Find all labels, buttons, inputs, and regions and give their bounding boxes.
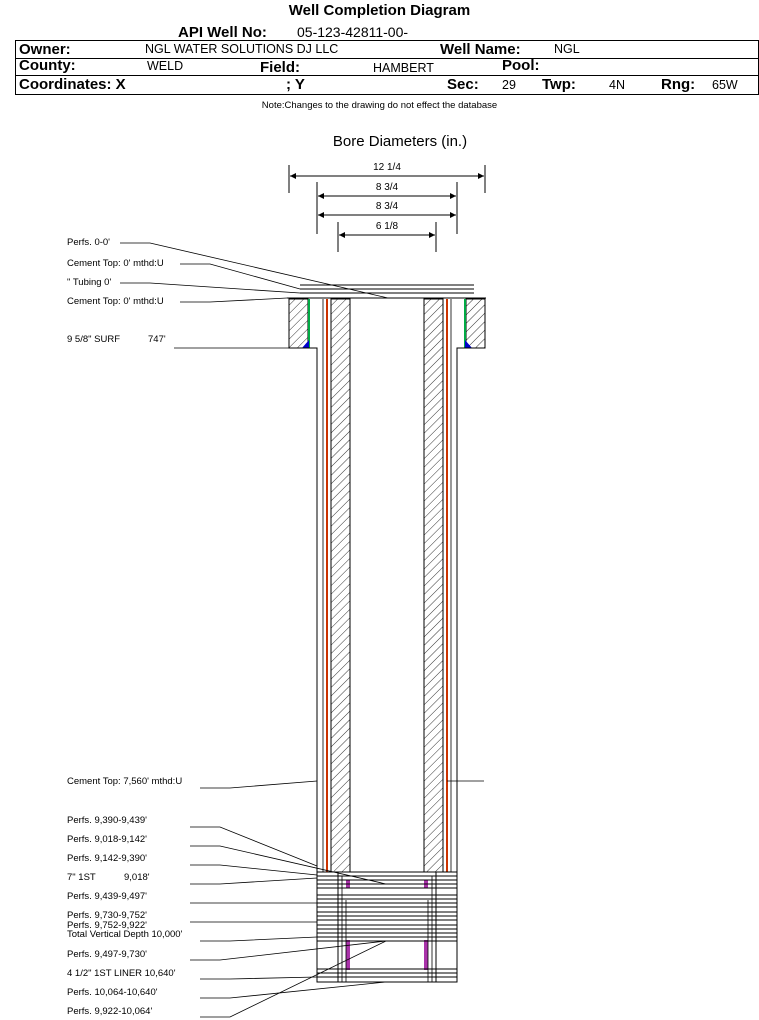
bore-diameter-label-4: 6 1/8 [376,221,399,232]
bore-dimension-8-3-4-b: 8 3/4 [318,201,456,218]
label-liner: 4 1/2" 1ST LINER 10,640' [67,968,176,979]
rng-value: 65W [712,78,738,92]
production-hole [316,356,458,872]
label-perfs-9730: Perfs. 9,730-9,752' [67,910,147,921]
twp-label: Twp: [542,76,576,93]
bore-diameter-label-3: 8 3/4 [376,201,399,212]
owner-value: NGL WATER SOLUTIONS DJ LLC [145,42,339,56]
label-perfs-9497: Perfs. 9,497-9,730' [67,949,147,960]
field-label: Field: [260,59,300,76]
bore-dimension-8-3-4-a: 8 3/4 [316,182,458,234]
api-value: 05-123-42811-00- [297,24,409,40]
owner-label: Owner: [19,41,71,58]
perforation-lines [317,875,457,978]
coordinates-y-label: ; Y [286,76,305,93]
label-perfs-9922: Perfs. 9,922-10,064' [67,1006,153,1017]
label-surface-casing: 9 5/8" SURF [67,334,121,345]
label-cement-top-0-a: Cement Top: 0' mthd:U [67,258,164,269]
label-perfs-9752: Perfs. 9,752-9,922' [67,920,147,931]
diagram-title: Well Completion Diagram [288,2,471,19]
label-tubing: " Tubing 0' [67,277,112,288]
coordinates-label: Coordinates: X [19,76,126,93]
sec-value: 29 [502,78,516,92]
liner-section [316,871,458,983]
field-value: HAMBERT [373,61,434,75]
header-row-owner: Owner: NGL WATER SOLUTIONS DJ LLC Well N… [15,40,759,59]
bore-diameter-label-1: 12 1/4 [373,162,401,173]
bore-dimension-12-1-4: 12 1/4 [288,162,486,193]
bore-diameter-label-2: 8 3/4 [376,182,399,193]
well-name-value: NGL [554,42,580,56]
header-row-coordinates: Coordinates: X ; Y Sec: 29 Twp: 4N Rng: … [15,76,759,95]
label-first-casing-depth: 9,018' [124,872,150,883]
wellhead-lines [287,284,486,299]
bore-diameters-title: Bore Diameters (in.) [332,133,468,150]
pool-label: Pool: [502,57,540,74]
database-note: Note:Changes to the drawing do not effec… [261,100,498,111]
label-perfs-9018: Perfs. 9,018-9,142' [67,834,147,845]
label-perfs-9142: Perfs. 9,142-9,390' [67,853,147,864]
label-perfs-9390: Perfs. 9,390-9,439' [67,815,147,826]
label-cement-top-0-b: Cement Top: 0' mthd:U [67,296,164,307]
header-row-county: County: WELD Field: HAMBERT Pool: [15,57,759,76]
rng-label: Rng: [661,76,696,93]
surface-casing [288,298,486,356]
header-row-api: API Well No: 05-123-42811-00- [15,24,759,41]
county-value: WELD [147,59,184,73]
county-label: County: [19,57,76,74]
well-name-label: Well Name: [440,41,521,58]
bore-dimension-6-1-8: 6 1/8 [337,221,437,252]
label-perfs-0-0: Perfs. 0-0' [67,237,110,248]
api-label: API Well No: [178,24,267,41]
label-total-vertical-depth: Total Vertical Depth 10,000' [67,929,183,940]
sec-label: Sec: [447,76,479,93]
label-surface-casing-depth: 747' [148,334,166,345]
label-cement-top-7560: Cement Top: 7,560' mthd:U [67,776,183,787]
production-casing [322,298,452,873]
label-perfs-9439: Perfs. 9,439-9,497' [67,891,147,902]
leader-lines [120,242,484,1018]
twp-value: 4N [609,78,625,92]
label-perfs-10064: Perfs. 10,064-10,640' [67,987,158,998]
label-first-casing: 7" 1ST [67,872,96,883]
